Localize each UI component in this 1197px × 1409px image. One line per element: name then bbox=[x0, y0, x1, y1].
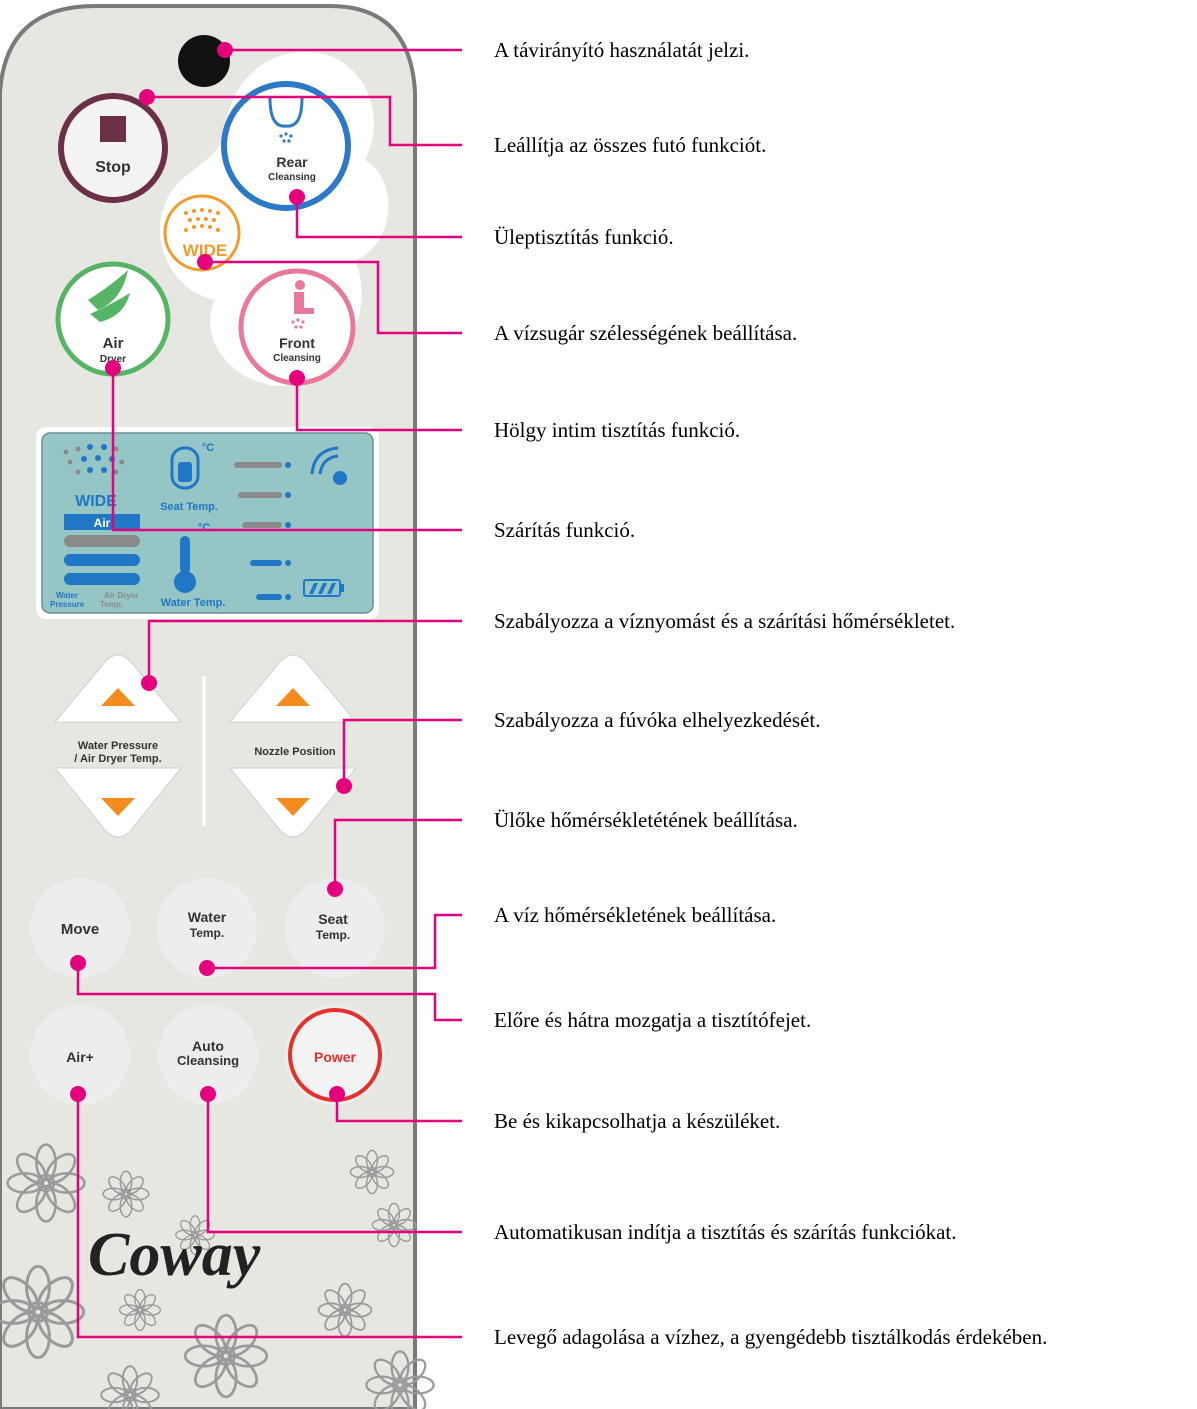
rear-label-2: Cleansing bbox=[268, 172, 316, 183]
dryer-label: Dryer bbox=[100, 354, 126, 365]
arrow-up-icon bbox=[101, 688, 135, 706]
power-label: Power bbox=[314, 1049, 357, 1065]
arrow-down-icon bbox=[101, 798, 135, 816]
desc-nozzle-position: Szabályozza a fúvóka elhelyezkedését. bbox=[494, 708, 821, 732]
lcd-level-bar-2 bbox=[64, 554, 140, 566]
stop-label: Stop bbox=[95, 159, 131, 176]
seat-celsius-label: °C bbox=[202, 442, 214, 454]
water-pressure-up-button[interactable] bbox=[53, 654, 183, 723]
remote-indicator-led bbox=[178, 35, 230, 87]
desc-air-plus: Levegő adagolása a vízhez, a gyengédebb … bbox=[494, 1325, 1048, 1349]
move-button[interactable]: Move bbox=[30, 878, 130, 978]
seat-temp-button[interactable]: Seat Temp. bbox=[285, 878, 385, 978]
lcd-air-label: Air bbox=[94, 516, 111, 530]
cleansing-label: Cleansing bbox=[177, 1053, 239, 1068]
lcd-dryer-temp-label: Temp. bbox=[100, 600, 123, 609]
water-pressure-label-1: Water Pressure bbox=[78, 740, 158, 752]
lcd-water-temp-label: Water Temp. bbox=[161, 597, 226, 609]
rear-cleansing-icon bbox=[268, 97, 304, 128]
lcd-air-bar bbox=[64, 514, 140, 530]
callout-lines bbox=[76, 48, 462, 1339]
desc-power: Be és kikapcsolhatja a készüléket. bbox=[494, 1109, 781, 1133]
nozzle-position-indicator bbox=[234, 462, 291, 600]
wide-button[interactable]: WIDE bbox=[163, 194, 241, 272]
air-label: Air bbox=[103, 335, 124, 352]
lcd-pressure-label: Pressure bbox=[50, 600, 85, 609]
seated-person-icon bbox=[294, 280, 314, 314]
battery-icon bbox=[303, 579, 344, 597]
rear-cleansing-button[interactable]: Rear Cleansing bbox=[221, 81, 351, 211]
water-temp-label-1: Water bbox=[188, 909, 227, 925]
desc-move: Előre és hátra mozgatja a tisztítófejet. bbox=[494, 1008, 812, 1032]
lcd-water-label: Water bbox=[56, 591, 78, 600]
front-label-1: Front bbox=[279, 335, 315, 351]
water-pressure-label-2: / Air Dryer Temp. bbox=[74, 753, 161, 765]
lcd-display: WIDE Air Water Pressure Air Dryer Temp. … bbox=[36, 427, 379, 619]
nozzle-position-label: Nozzle Position bbox=[254, 746, 336, 758]
desc-seat-temp: Ülőke hőmérsékletétének beállítása. bbox=[494, 808, 798, 832]
desc-front-cleansing: Hölgy intim tisztítás funkció. bbox=[494, 418, 741, 442]
arrow-up-icon bbox=[276, 688, 310, 706]
water-temp-label-2: Temp. bbox=[190, 926, 224, 940]
auto-cleansing-button[interactable]: Auto Cleansing bbox=[158, 1005, 258, 1105]
nozzle-position-down-button[interactable] bbox=[228, 767, 358, 838]
power-button[interactable]: Power bbox=[285, 1005, 385, 1105]
front-cleansing-button[interactable]: Front Cleansing bbox=[238, 268, 356, 386]
desc-indicator: A távirányító használatát jelzi. bbox=[494, 38, 750, 62]
stop-button[interactable]: Stop bbox=[58, 93, 168, 203]
water-pressure-down-button[interactable] bbox=[53, 767, 183, 838]
front-label-2: Cleansing bbox=[273, 353, 321, 364]
desc-stop: Leállítja az összes futó funkciót. bbox=[494, 133, 767, 157]
wide-label: WIDE bbox=[183, 241, 227, 260]
lcd-seat-temp-label: Seat Temp. bbox=[160, 501, 218, 513]
water-celsius-label: °C bbox=[198, 522, 210, 534]
seat-temp-label-2: Temp. bbox=[316, 928, 350, 942]
stop-icon bbox=[100, 116, 126, 142]
desc-wide: A vízsugár szélességének beállítása. bbox=[494, 321, 798, 345]
move-label: Move bbox=[61, 921, 99, 938]
lcd-level-bar-3 bbox=[64, 573, 140, 585]
nozzle-position-up-button[interactable] bbox=[228, 654, 358, 723]
seat-temp-icon bbox=[170, 446, 200, 490]
desc-rear-cleansing: Üleptisztítás funkció. bbox=[494, 225, 674, 249]
desc-auto-cleansing: Automatikusan indítja a tisztítás és szá… bbox=[494, 1220, 957, 1244]
auto-label: Auto bbox=[192, 1038, 224, 1054]
air-plus-label: Air+ bbox=[66, 1049, 94, 1065]
arrow-down-icon bbox=[276, 798, 310, 816]
signal-icon bbox=[310, 446, 347, 485]
rear-label-1: Rear bbox=[276, 154, 308, 170]
air-plus-button[interactable]: Air+ bbox=[30, 1005, 130, 1105]
lcd-air-dryer-label: Air Dryer bbox=[104, 591, 138, 600]
callout-dots bbox=[70, 42, 352, 1102]
desc-water-pressure: Szabályozza a víznyomást és a szárítási … bbox=[494, 609, 956, 633]
lcd-wide-label: WIDE bbox=[75, 493, 117, 510]
air-dryer-icon bbox=[88, 270, 130, 322]
lcd-level-bar-1 bbox=[64, 535, 140, 547]
water-temp-button[interactable]: Water Temp. bbox=[157, 878, 257, 978]
desc-water-temp: A víz hőmérsékletének beállítása. bbox=[494, 903, 777, 927]
spray-dots-icon bbox=[184, 208, 220, 232]
thermometer-icon bbox=[174, 536, 196, 593]
air-dryer-button[interactable]: Air Dryer bbox=[55, 261, 171, 377]
desc-air-dryer: Szárítás funkció. bbox=[494, 518, 636, 542]
seat-temp-label-1: Seat bbox=[318, 911, 348, 927]
